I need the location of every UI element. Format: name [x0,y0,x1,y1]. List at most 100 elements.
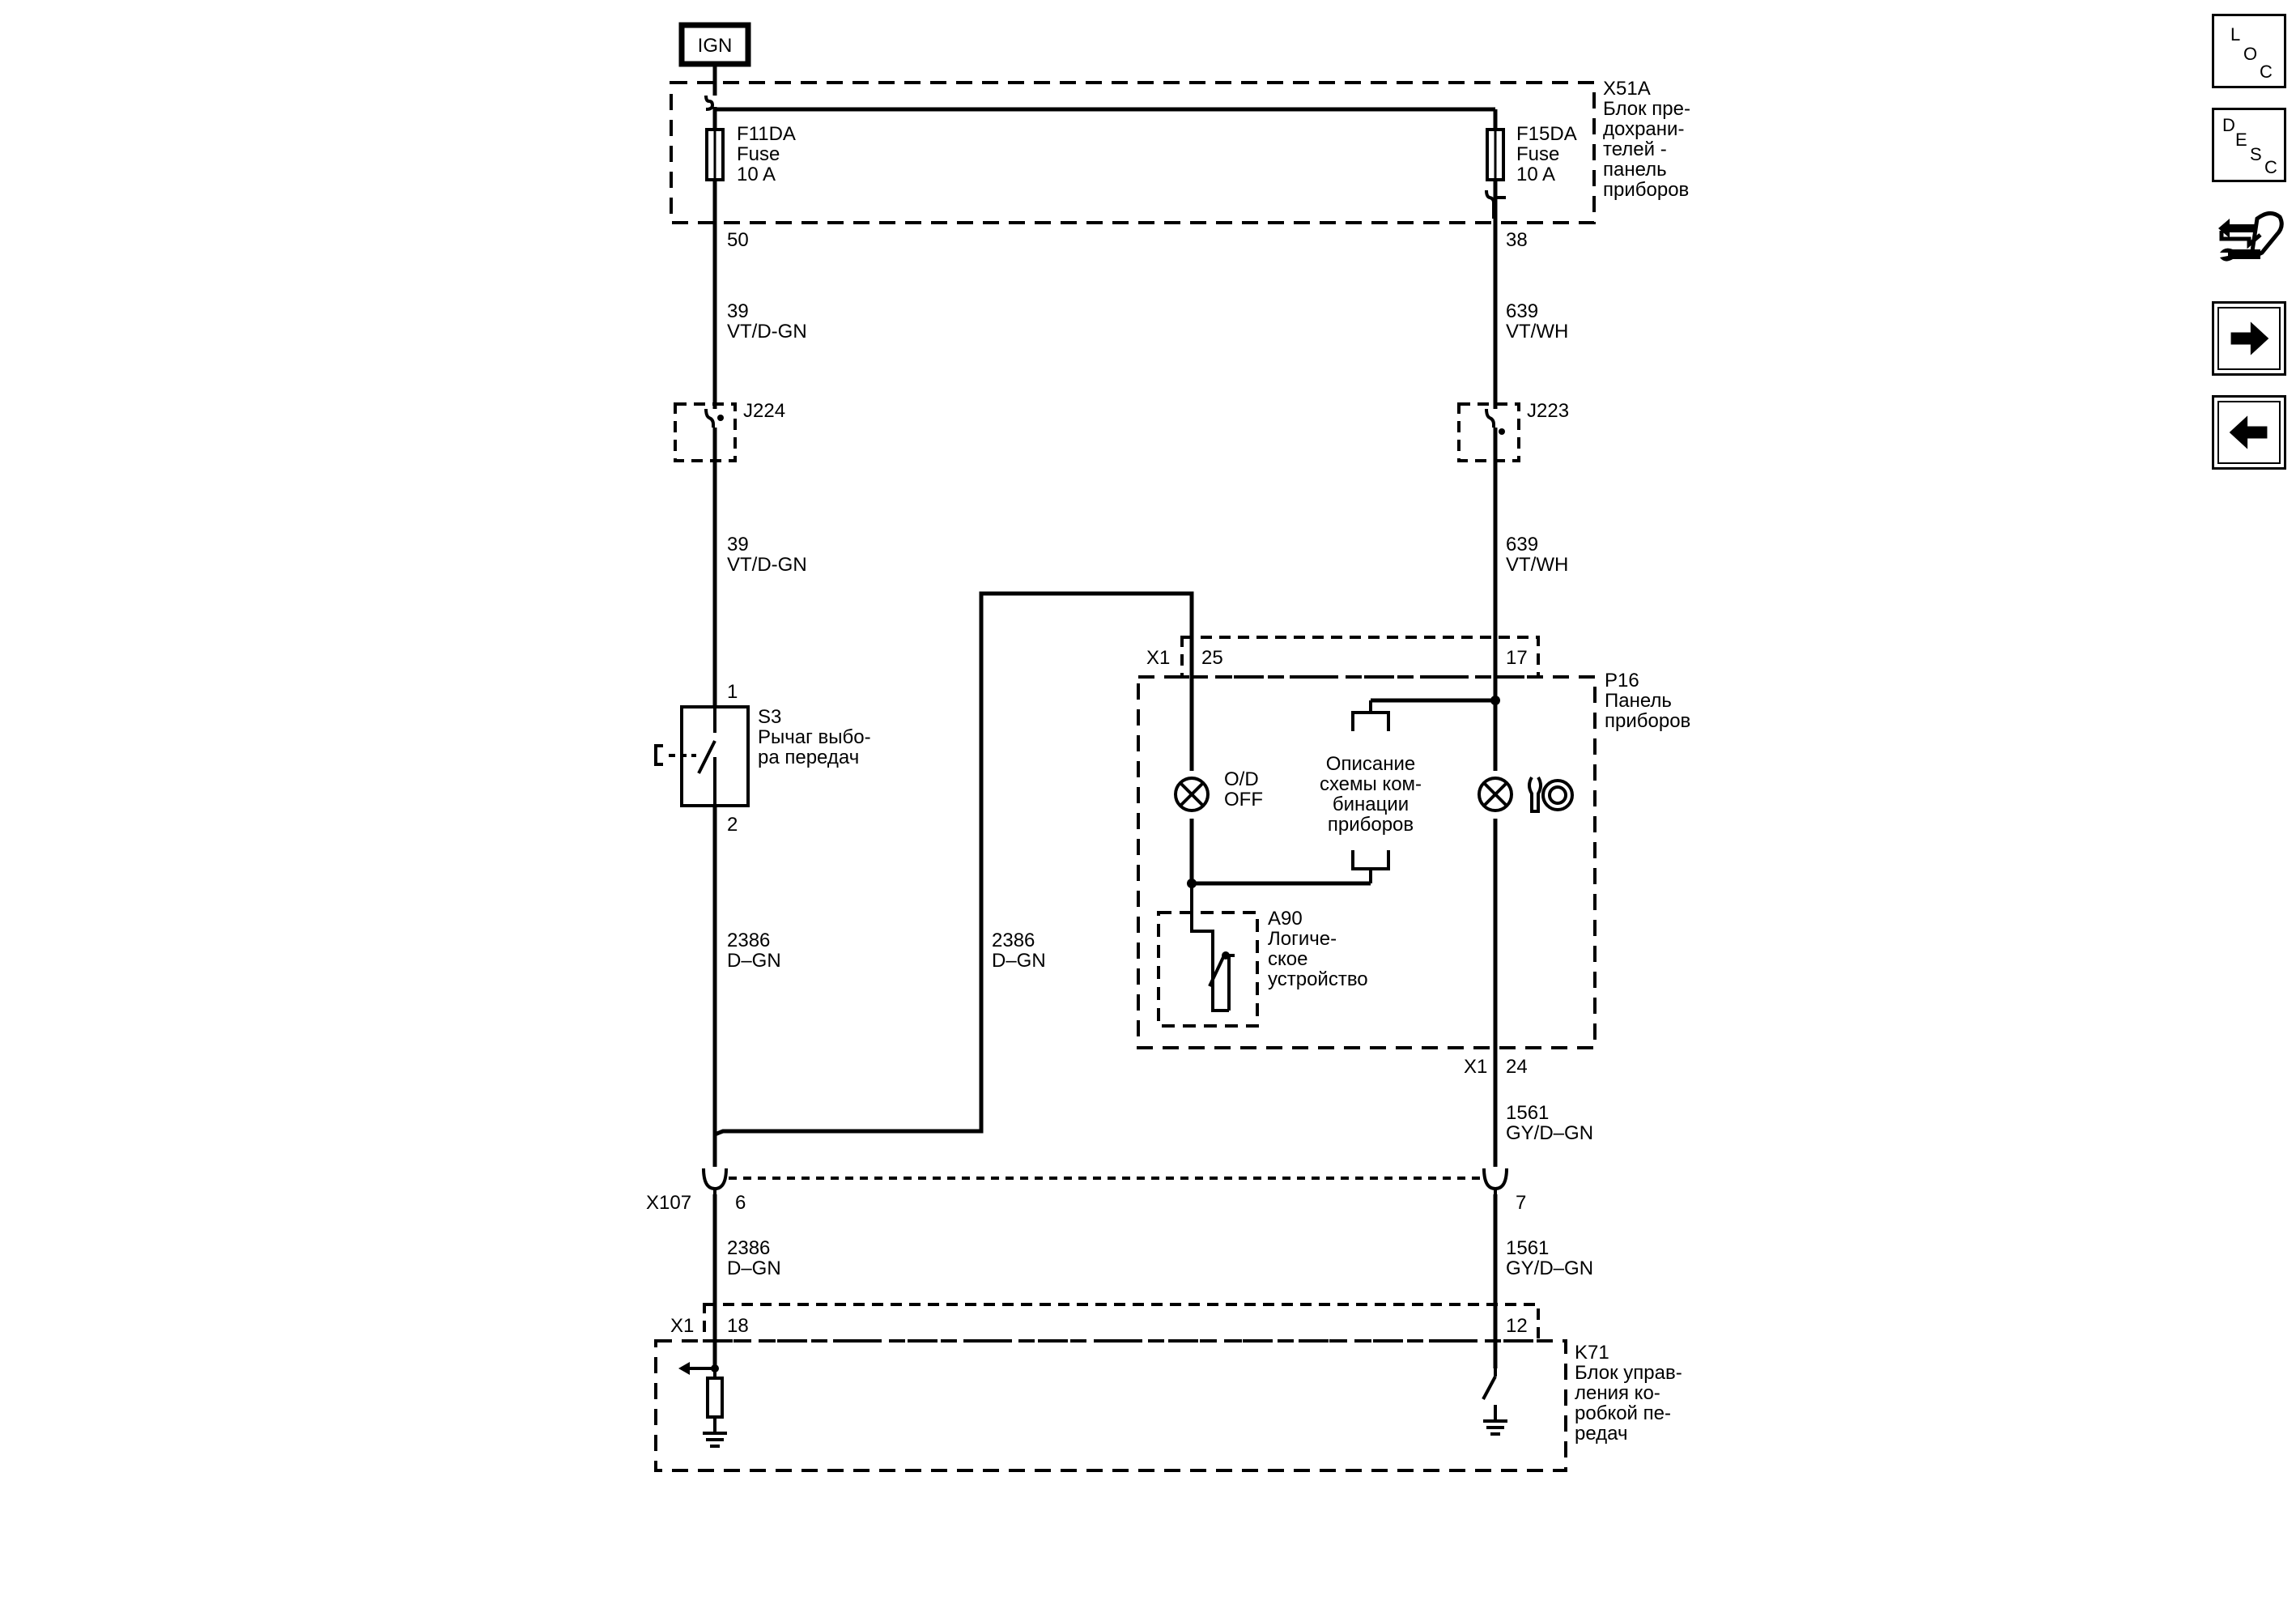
svg-text:приборов: приборов [1603,179,1689,201]
svg-text:K71: K71 [1575,1342,1609,1364]
ign-label: IGN [698,35,733,57]
panel-p16-label: P16 Панель приборов [1605,670,1690,732]
svg-text:панель: панель [1603,159,1667,181]
fuse-f15da: F15DA Fuse 10 A 38 [1486,123,1577,251]
svg-text:D–GN: D–GN [727,1257,781,1279]
wire-1561-upper-label: 1561 GY/D–GN [1506,1102,1593,1144]
wire-2386-mid-label: 2386 D–GN [992,930,1046,972]
svg-text:O/D: O/D [1224,768,1259,790]
k71-output-switch [1482,1368,1507,1436]
svg-text:Блок пре-: Блок пре- [1603,98,1690,120]
svg-text:F11DA: F11DA [737,123,796,145]
svg-text:2386: 2386 [727,930,770,951]
k71-pin-12: 12 [1506,1315,1528,1337]
panel-p16-box [1137,675,1597,1049]
x107-terminal-right [1482,1168,1508,1197]
desc-letter-e: E [2235,130,2247,150]
svg-text:Fuse: Fuse [1516,143,1559,165]
switch-s3: 1 S3 Рычаг выбо- ра передач 2 [654,681,871,836]
x107-pin-7: 7 [1516,1192,1526,1214]
svg-text:Логиче-: Логиче- [1268,928,1337,950]
desc-letter-s: S [2250,144,2262,164]
k71-box [654,1339,1567,1472]
wire-39-upper-label: 39 VT/D-GN [727,300,807,343]
loc-letter-c: C [2260,62,2273,82]
loc-letter-l: L [2230,24,2241,45]
svg-text:ления ко-: ления ко- [1575,1382,1660,1404]
svg-text:робкой пе-: робкой пе- [1575,1402,1671,1424]
svg-text:GY/D–GN: GY/D–GN [1506,1122,1593,1144]
svg-text:VT/D-GN: VT/D-GN [727,554,807,576]
svg-text:ское: ское [1268,948,1307,970]
x107-terminal-left [702,1168,728,1197]
wire-2386-lower-label: 2386 D–GN [727,1237,781,1279]
connector-hook-right-top [1485,180,1506,219]
k71-input-resistor [688,1367,727,1448]
svg-text:D–GN: D–GN [727,950,781,972]
svg-text:639: 639 [1506,534,1538,555]
svg-text:приборов: приборов [1605,710,1690,732]
od-off-lamp-icon [1174,777,1210,812]
svg-text:10 A: 10 A [737,164,776,185]
panel-connector-top-label: X1 [1146,647,1170,669]
svg-text:Fuse: Fuse [737,143,780,165]
fuse-block-label: X51A Блок пре- дохрани- телей - панель п… [1603,78,1690,201]
svg-text:схемы ком-: схемы ком- [1320,773,1422,795]
svg-text:P16: P16 [1605,670,1639,691]
svg-text:J223: J223 [1527,400,1569,422]
fuse-block-x51a [670,81,1596,224]
k71-connector-label: X1 [670,1315,694,1337]
svg-text:D–GN: D–GN [992,950,1046,972]
panel-pin-24: 24 [1506,1056,1528,1078]
x107-label: X107 [646,1192,691,1214]
svg-text:Блок управ-: Блок управ- [1575,1362,1682,1384]
svg-text:VT/WH: VT/WH [1506,321,1568,343]
svg-text:39: 39 [727,300,749,322]
service-button[interactable] [2212,202,2286,277]
prev-button[interactable] [2212,395,2286,470]
svg-text:телей -: телей - [1603,138,1667,160]
svg-text:A90: A90 [1268,908,1303,930]
svg-text:бинации: бинации [1333,794,1409,815]
fuse-f11da: F11DA Fuse 10 A 50 [705,123,796,251]
service-arrows-wrench-icon [2218,211,2284,262]
svg-text:Описание: Описание [1326,753,1415,775]
svg-text:10 A: 10 A [1516,164,1555,185]
svg-text:639: 639 [1506,300,1538,322]
svg-text:устройство: устройство [1268,968,1368,990]
svg-text:Рычаг выбо-: Рычаг выбо- [758,726,871,748]
k71-left-dot [711,1364,719,1372]
x107-pin-6: 6 [735,1192,746,1214]
panel-pin-25: 25 [1201,647,1223,669]
svg-text:2386: 2386 [727,1237,770,1259]
svg-text:VT/WH: VT/WH [1506,554,1568,576]
connector-hook-left-top [704,95,715,111]
panel-junction-dot [1490,696,1500,705]
panel-description-block [1351,700,1390,883]
a90-box [1157,911,1259,1028]
service-lamp-icon [1478,777,1513,812]
wires [712,64,1498,1368]
svg-text:дохрани-: дохрани- [1603,118,1684,140]
od-off-lamp-label: O/D OFF [1224,768,1263,811]
wire-639-upper-label: 639 VT/WH [1506,300,1568,343]
svg-text:X51A: X51A [1603,78,1651,100]
svg-text:F15DA: F15DA [1516,123,1577,145]
k71-input-arrow-icon [678,1362,690,1375]
loc-button[interactable]: L O C [2212,14,2286,88]
svg-text:1561: 1561 [1506,1102,1549,1124]
service-wrench-symbol-icon [1528,776,1574,813]
desc-letter-c: C [2264,157,2277,177]
arrow-right-icon [2230,321,2269,355]
switch-s3-pin-1: 1 [727,681,738,703]
splice-j223: J223 [1457,400,1569,462]
svg-text:VT/D-GN: VT/D-GN [727,321,807,343]
wire-2386-left-label: 2386 D–GN [727,930,781,972]
desc-button[interactable]: D E S C [2212,108,2286,182]
panel-description-text: Описание схемы ком- бинации приборов [1320,753,1422,836]
a90-contact-dot [1222,951,1230,960]
next-button[interactable] [2212,301,2286,376]
svg-text:J224: J224 [743,400,785,422]
wire-639-lower-label: 639 VT/WH [1506,534,1568,576]
